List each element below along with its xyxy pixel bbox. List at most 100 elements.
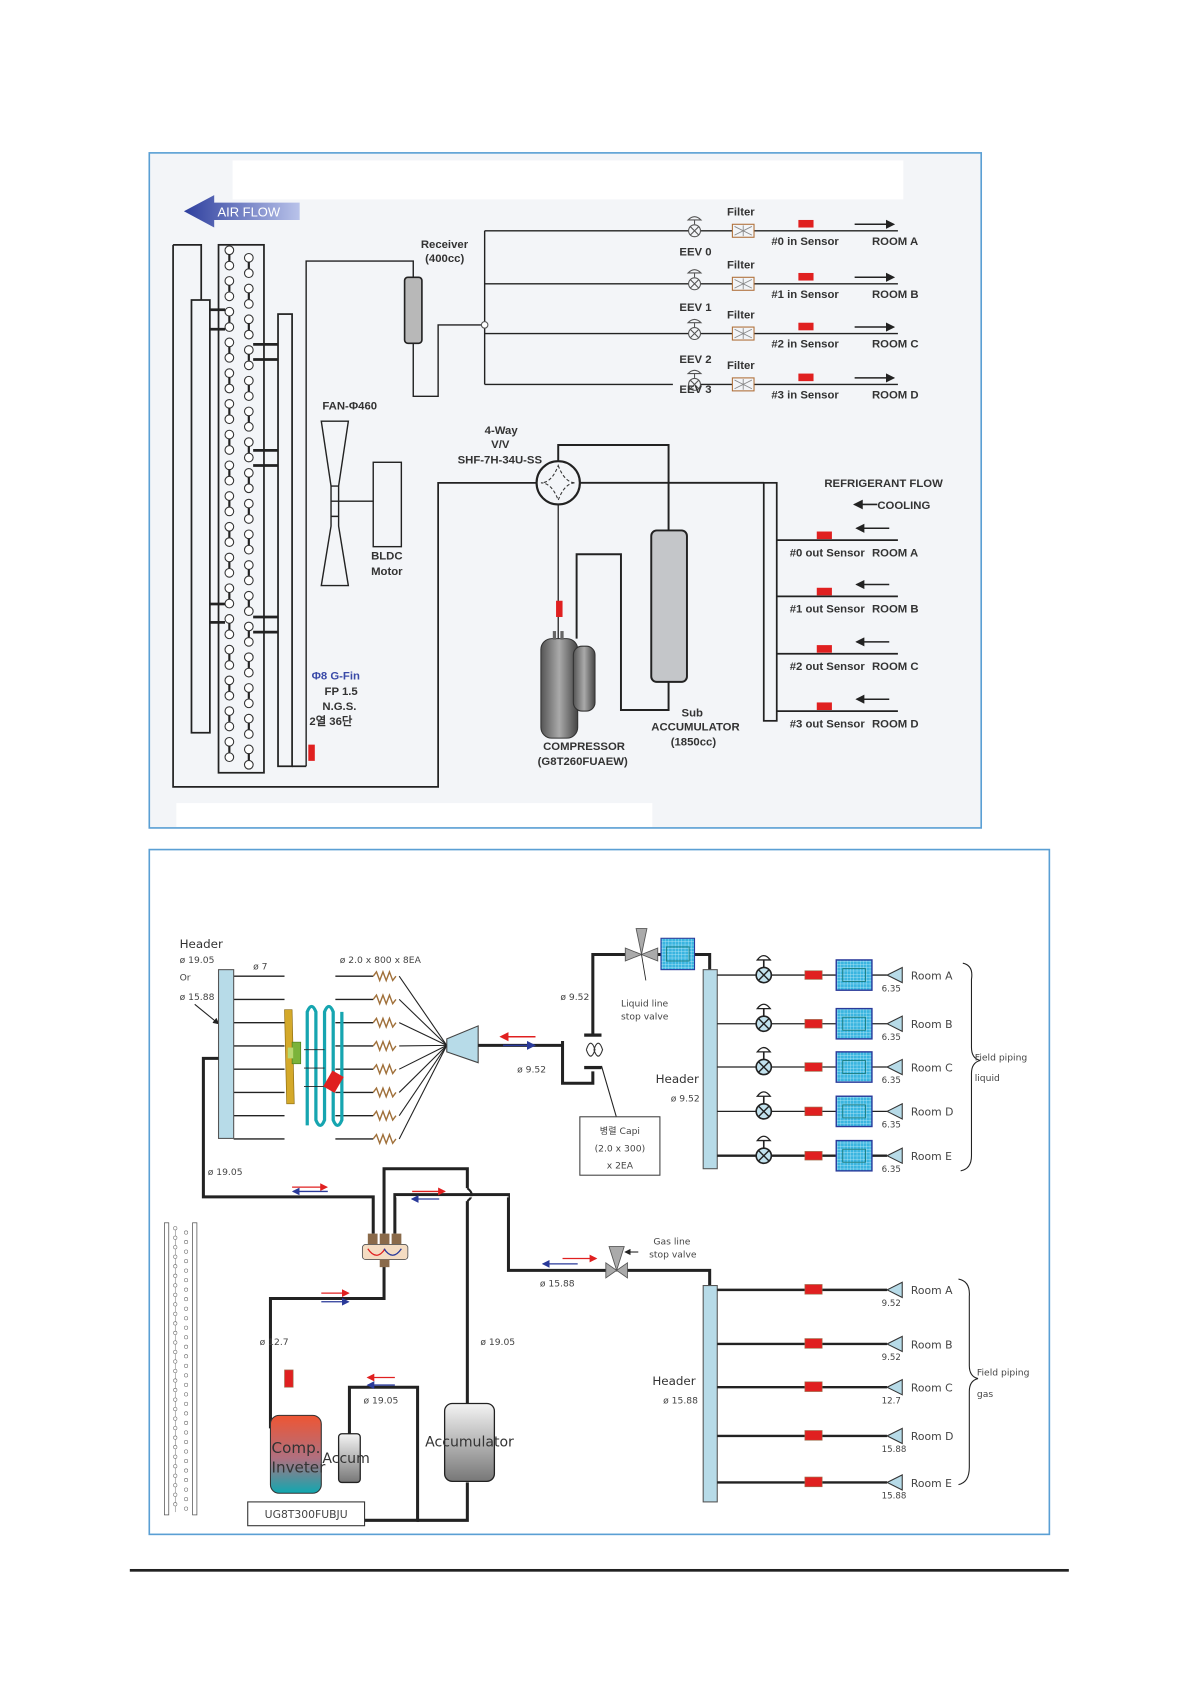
gas-brace	[958, 1278, 979, 1486]
room-label: ROOM B	[872, 604, 919, 616]
room-label: ROOM C	[872, 661, 919, 673]
room-label: Room A	[911, 1284, 953, 1297]
sensor-label: #3 out Sensor	[790, 718, 866, 730]
sensor-label: #2 in Sensor	[771, 339, 839, 351]
inlet-header	[217, 969, 235, 1139]
coil-sensor	[323, 1070, 344, 1093]
sensor-marker	[804, 1381, 823, 1392]
eev-actuator-icon	[686, 216, 703, 221]
sensor-marker	[804, 970, 823, 980]
sensor-marker	[804, 1284, 823, 1295]
tube-icon	[243, 560, 254, 570]
pipe-size-label: 6.35	[882, 1076, 901, 1086]
flare-nut-icon	[885, 1102, 903, 1120]
coil-tubes	[209, 245, 279, 770]
tube-icon	[224, 445, 235, 455]
room-label: Room A	[911, 969, 953, 982]
sensor-label: #0 in Sensor	[771, 236, 839, 248]
tube-icon	[224, 521, 235, 532]
sensor-label: #1 out Sensor	[790, 604, 866, 616]
pipe-size-label: 15.88	[882, 1492, 907, 1502]
air-flow-label: AIR FLOW	[217, 205, 280, 220]
flare-nut-icon	[885, 1378, 903, 1396]
tube-icon	[224, 245, 235, 256]
tube-icon	[224, 491, 235, 501]
sensor-marker	[816, 702, 832, 711]
header-label: Header	[180, 937, 223, 951]
pipe-size-label: 6.35	[882, 1165, 901, 1175]
liquid-header-size: ø 9.52	[671, 1094, 700, 1105]
room-label: ROOM C	[872, 339, 919, 351]
filter-icon	[835, 1095, 873, 1128]
gas-line-row: #2 out Sensor ROOM C	[776, 637, 919, 673]
flare-nut-icon	[885, 1058, 903, 1076]
compressor-label-2: Inveter	[272, 1459, 327, 1477]
sub-accumulator-label-3: (1850cc)	[671, 737, 717, 749]
sub-accumulator-tank	[650, 529, 688, 683]
tube-icon	[243, 529, 254, 540]
room-label: Room D	[911, 1430, 953, 1443]
room-label: Room E	[911, 1150, 952, 1163]
tube-icon	[243, 698, 254, 709]
filter-label: Filter	[727, 309, 755, 321]
tube-icon	[224, 475, 235, 486]
tube-icon	[224, 398, 235, 409]
field-piping-gas-2: gas	[977, 1389, 993, 1400]
flare-nut-icon	[885, 1427, 903, 1445]
header-size-b: ø 15.88	[180, 992, 215, 1003]
tube-icon	[243, 314, 254, 325]
liquid-room-row: 6.35 Room E	[717, 1135, 952, 1175]
tube-icon	[243, 360, 254, 371]
filter-label: Filter	[727, 260, 755, 272]
footer-rule	[129, 1568, 1069, 1572]
eev-label: EEV 2	[679, 354, 711, 366]
tube-icon	[243, 268, 254, 279]
sensor-marker	[804, 1338, 823, 1349]
tube-icon	[224, 614, 235, 624]
sensor-label: #2 out Sensor	[790, 661, 866, 673]
outdoor-unit-diagram: AIR FLOW FAN-Φ460 BLDC Motor Φ8 G-Fin FP…	[148, 152, 983, 829]
tube-icon	[224, 721, 235, 732]
flow-arrows	[291, 1183, 598, 1389]
liquid-main-pipe	[478, 952, 712, 1085]
pipe-size-label: 9.52	[882, 1353, 901, 1363]
room-label: Room D	[911, 1106, 953, 1119]
field-piping-liquid-1: Field piping	[975, 1053, 1028, 1064]
sensor-marker	[804, 1151, 823, 1161]
blank-band	[176, 803, 653, 827]
liquid-line-row: EEV 2 Filter #2 in Sensor ROOM C	[679, 309, 918, 365]
motor-label-1: BLDC	[371, 551, 403, 563]
pipe-size-label: 6.35	[882, 984, 901, 994]
tube-icon	[243, 299, 254, 309]
tube-icon	[243, 636, 254, 647]
tube-icon	[243, 713, 254, 724]
condenser-coil	[172, 243, 537, 788]
capillary-icon	[372, 993, 397, 1006]
field-piping-liquid-2: liquid	[975, 1073, 1000, 1084]
tube-icon	[224, 260, 235, 271]
tube-icon	[243, 345, 254, 355]
comp-discharge-size: ø 12.7	[260, 1337, 289, 1348]
liquid-stop-valve-icon	[624, 928, 659, 981]
motor-label-2: Motor	[371, 566, 403, 578]
gas-main-size: ø 15.88	[540, 1279, 575, 1290]
header-pointer-arrow	[194, 1003, 220, 1025]
tube-icon	[243, 744, 254, 755]
liquid-header-label: Header	[656, 1072, 699, 1086]
tube-icon	[243, 759, 254, 770]
capi-label-1: 병렬 Capi	[600, 1126, 640, 1137]
tube-icon	[224, 660, 235, 670]
liquid-brace	[960, 962, 981, 1172]
gas-main-pipe	[201, 1056, 712, 1522]
eev-label: EEV 0	[679, 247, 711, 259]
coil-ngs-spec: N.G.S.	[322, 701, 356, 713]
four-way-valve-label-1: 4-Way	[485, 425, 519, 437]
filter-label: Filter	[727, 207, 755, 219]
